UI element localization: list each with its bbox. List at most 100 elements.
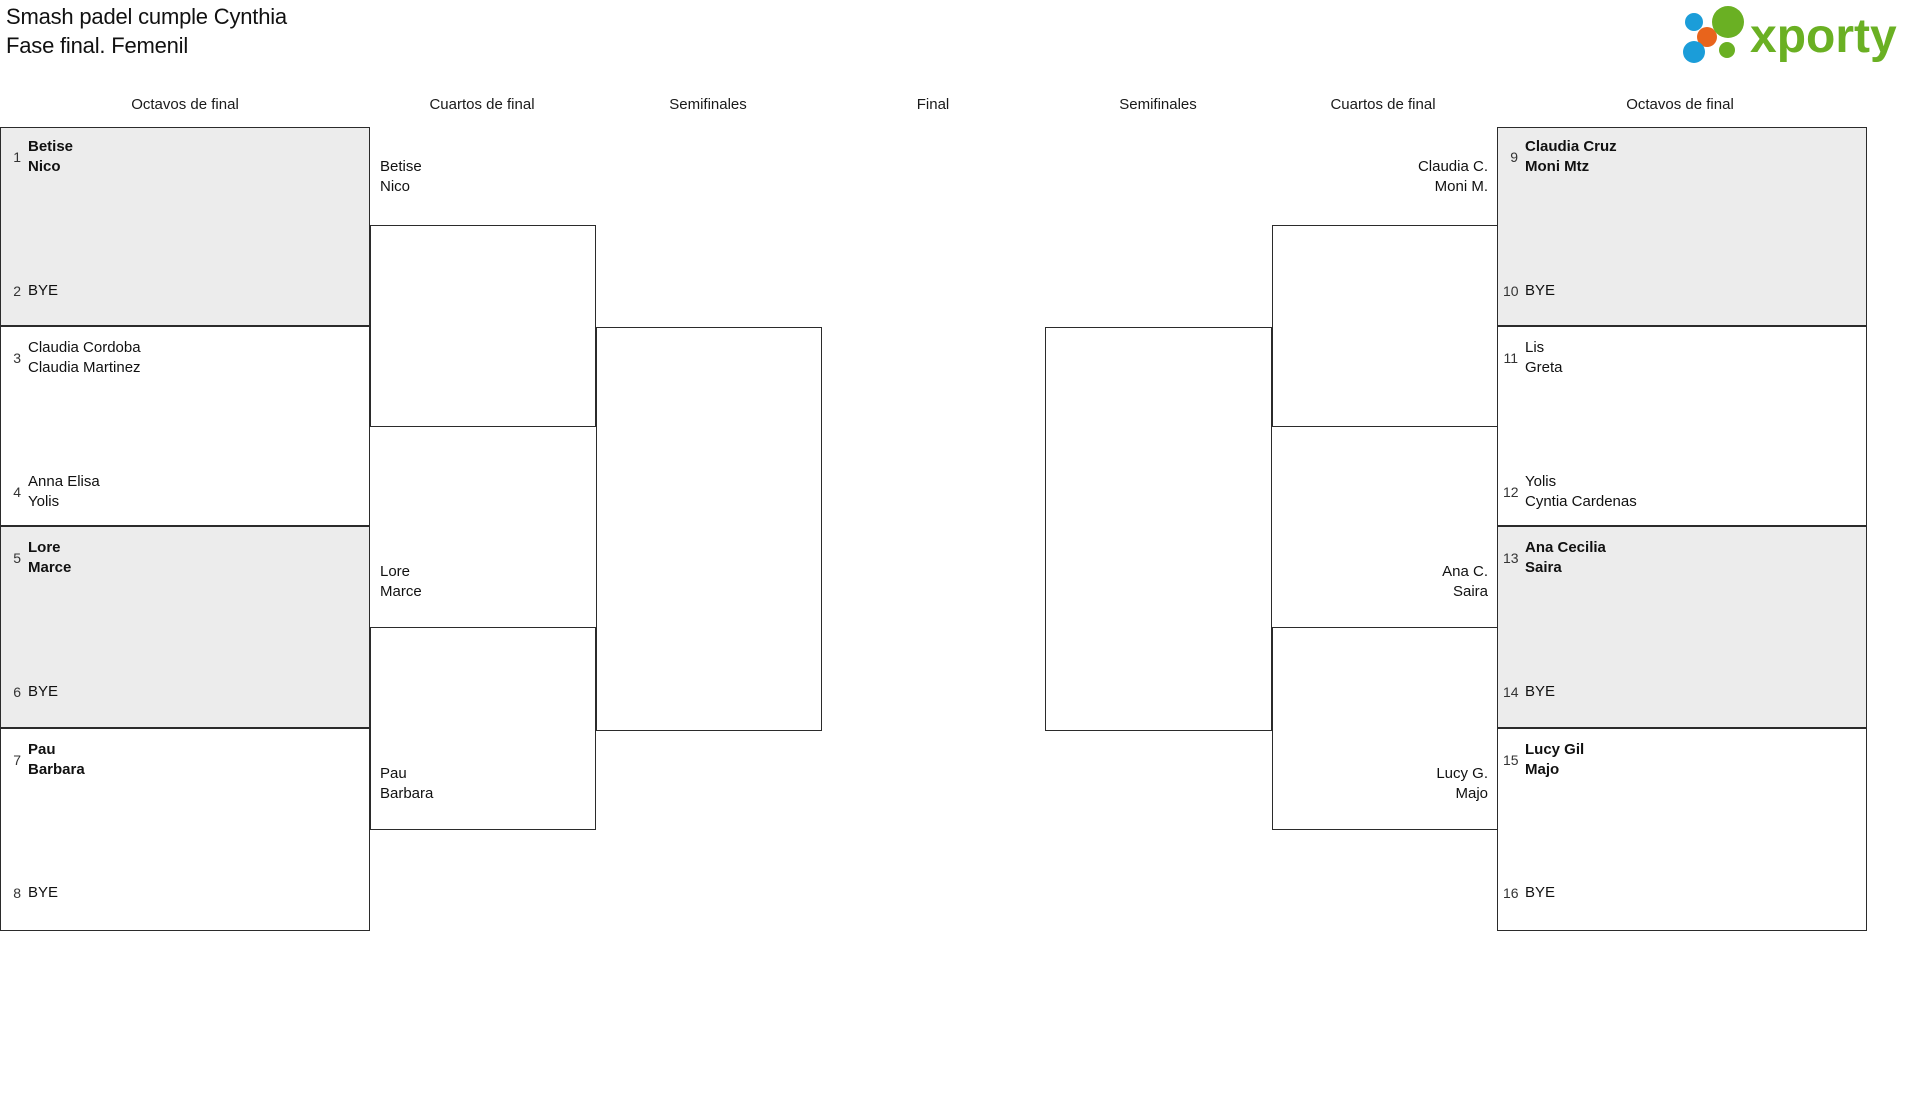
bracket-slot-left-3[interactable]: 3 Claudia Cordoba Claudia Martinez: [6, 338, 141, 378]
player-2: Majo: [1525, 760, 1560, 778]
round-label-right-octavos: Octavos de final: [1626, 96, 1734, 113]
player-2: Majo: [1455, 784, 1488, 802]
bracket-advanced-right-qf-3[interactable]: Lucy G. Majo: [1288, 764, 1488, 804]
bracket-slot-right-11[interactable]: 11 Lis Greta: [1503, 338, 1562, 378]
player-1: Yolis: [1525, 473, 1557, 490]
seed-number: 8: [13, 884, 21, 901]
bracket-slot-right-15[interactable]: 15 Lucy Gil Majo: [1503, 740, 1584, 780]
seed-number: 6: [13, 683, 21, 700]
player-names: Yolis Cyntia Cardenas: [1525, 472, 1637, 512]
bracket-slot-left-8[interactable]: 8 BYE: [6, 883, 58, 903]
player-1: Claudia Cordoba: [28, 339, 141, 356]
match-box-right-4[interactable]: [1497, 728, 1867, 931]
player-1: Claudia C.: [1417, 158, 1488, 175]
player-names: Lore Marce: [28, 538, 71, 578]
player-1: Betise: [28, 138, 74, 155]
bracket-advanced-left-qf-2[interactable]: Lore Marce: [380, 562, 422, 602]
xporty-logo-svg: xporty: [1683, 6, 1897, 63]
bracket-slot-left-4[interactable]: 4 Anna Elisa Yolis: [6, 472, 100, 512]
bracket-advanced-right-qf-2[interactable]: Ana C. Saira: [1288, 562, 1488, 602]
round-label-right-cuartos: Cuartos de final: [1330, 96, 1436, 113]
player-1: Lucy G.: [1436, 765, 1488, 782]
player-1: Ana C.: [1442, 563, 1488, 580]
seed-number: 2: [13, 282, 21, 299]
match-box-left-sf-1[interactable]: [596, 327, 822, 731]
bracket-advanced-left-qf-3[interactable]: Pau Barbara: [380, 764, 433, 804]
round-label-left-octavos: Octavos de final: [131, 96, 239, 113]
match-box-right-sf-1[interactable]: [1045, 327, 1272, 731]
player-1: Betise: [380, 158, 422, 175]
player-2: Marce: [28, 558, 72, 576]
logo-dot-blue-top: [1685, 13, 1703, 31]
tournament-phase: Fase final. Femenil: [6, 33, 189, 59]
player-names: Pau Barbara: [28, 740, 85, 780]
seed-number: 15: [1503, 751, 1519, 768]
bracket-slot-right-9[interactable]: 9 Claudia Cruz Moni Mtz: [1503, 137, 1617, 177]
match-box-left-4[interactable]: [0, 728, 370, 931]
seed-number: 12: [1503, 483, 1519, 500]
logo-dot-blue-bottom: [1683, 41, 1705, 63]
bracket-slot-right-14[interactable]: 14 BYE: [1503, 682, 1555, 702]
player-1: BYE: [28, 683, 59, 700]
player-names: Claudia Cruz Moni Mtz: [1525, 137, 1617, 177]
logo-dot-green-large: [1712, 6, 1744, 38]
seed-number: 7: [13, 751, 21, 768]
match-box-left-2[interactable]: [0, 326, 370, 526]
bracket-slot-left-7[interactable]: 7 Pau Barbara: [6, 740, 85, 780]
bracket-slot-left-5[interactable]: 5 Lore Marce: [6, 538, 71, 578]
player-2: Barbara: [380, 784, 434, 802]
logo-dot-green-small: [1719, 42, 1735, 58]
seed-number: 11: [1503, 349, 1518, 366]
player-names: BYE: [28, 281, 58, 301]
player-2: Saira: [1452, 582, 1488, 600]
player-2: Moni M.: [1434, 177, 1488, 195]
player-1: Lore: [380, 563, 411, 580]
player-names: Lucy Gil Majo: [1525, 740, 1584, 780]
player-1: Claudia Cruz: [1525, 138, 1617, 155]
match-box-right-1[interactable]: [1497, 127, 1867, 326]
player-1: BYE: [28, 884, 59, 901]
bracket-slot-left-2[interactable]: 2 BYE: [6, 281, 58, 301]
xporty-logo[interactable]: xporty: [1680, 5, 1910, 63]
bracket-slot-right-13[interactable]: 13 Ana Cecilia Saira: [1503, 538, 1606, 578]
match-box-left-qf-1[interactable]: [370, 225, 596, 427]
player-2: Moni Mtz: [1525, 157, 1590, 175]
seed-number: 4: [13, 483, 21, 500]
bracket-slot-left-1[interactable]: 1 Betise Nico: [6, 137, 73, 177]
match-box-right-qf-1[interactable]: [1272, 225, 1498, 427]
bracket-slot-left-6[interactable]: 6 BYE: [6, 682, 58, 702]
player-names: BYE: [28, 883, 58, 903]
player-1: Anna Elisa: [28, 473, 100, 490]
player-2: Saira: [1525, 558, 1562, 576]
player-1: Pau: [28, 741, 56, 758]
player-names: Anna Elisa Yolis: [28, 472, 100, 512]
player-2: Nico: [28, 157, 61, 175]
player-2: Cyntia Cardenas: [1525, 492, 1637, 510]
seed-number: 3: [13, 349, 21, 366]
match-box-right-qf-2[interactable]: [1272, 627, 1498, 830]
page-header: Smash padel cumple Cynthia Fase final. F…: [0, 0, 1920, 70]
bracket-advanced-left-qf-1[interactable]: Betise Nico: [380, 157, 422, 197]
seed-number: 14: [1503, 683, 1519, 700]
bracket-slot-right-10[interactable]: 10 BYE: [1503, 281, 1555, 301]
match-box-left-3[interactable]: [0, 526, 370, 728]
match-box-right-3[interactable]: [1497, 526, 1867, 728]
player-names: BYE: [1525, 281, 1555, 301]
match-box-left-qf-2[interactable]: [370, 627, 596, 830]
seed-number: 5: [13, 549, 21, 566]
player-2: Claudia Martinez: [28, 358, 141, 376]
page-title: Smash padel cumple Cynthia Fase final. F…: [6, 2, 287, 61]
round-label-final: Final: [916, 96, 950, 113]
round-label-left-semifinales: Semifinales: [669, 96, 747, 113]
player-1: Lore: [28, 539, 61, 556]
logo-dot-orange: [1697, 27, 1717, 47]
bracket-slot-right-12[interactable]: 12 Yolis Cyntia Cardenas: [1503, 472, 1637, 512]
player-names: BYE: [28, 682, 58, 702]
bracket-advanced-right-qf-1[interactable]: Claudia C. Moni M.: [1288, 157, 1488, 197]
match-box-left-1[interactable]: [0, 127, 370, 326]
player-1: Pau: [380, 765, 407, 782]
match-box-right-2[interactable]: [1497, 326, 1867, 526]
bracket-slot-right-16[interactable]: 16 BYE: [1503, 883, 1555, 903]
player-names: BYE: [1525, 883, 1555, 903]
tournament-name: Smash padel cumple Cynthia: [6, 4, 287, 29]
